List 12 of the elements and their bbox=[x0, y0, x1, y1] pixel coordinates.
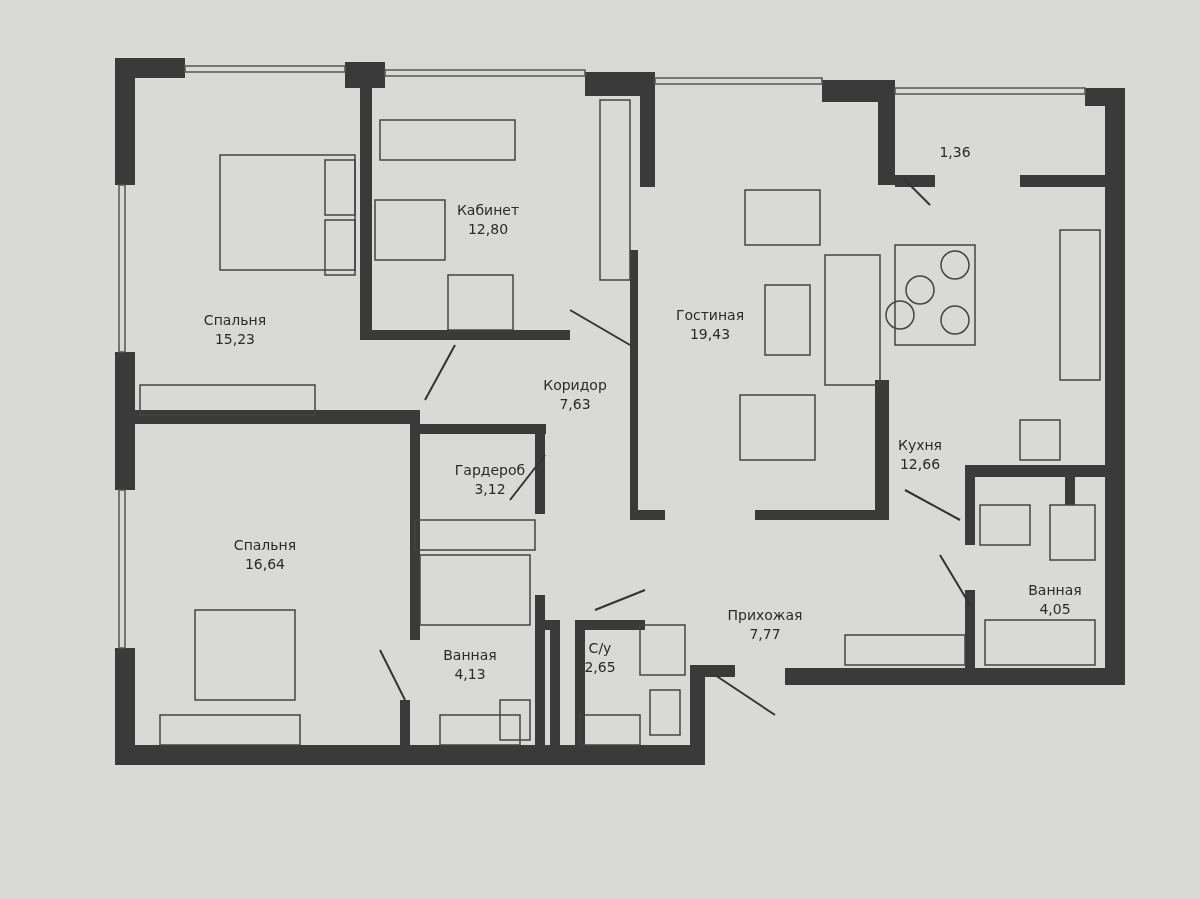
room-label: 1,36 bbox=[939, 142, 971, 162]
room-label: Кухня 12,66 bbox=[897, 436, 943, 474]
room-label: Прихожая 7,77 bbox=[727, 606, 803, 644]
room-label: С/у 2,65 bbox=[584, 639, 616, 677]
room-label: Спальня 16,64 bbox=[233, 536, 297, 574]
room-label: Спальня 15,23 bbox=[203, 311, 267, 349]
room-label: Ванная 4,05 bbox=[1028, 581, 1082, 619]
room-label: Ванная 4,13 bbox=[443, 646, 497, 684]
room-label: Коридор 7,63 bbox=[543, 376, 607, 414]
room-label: Кабинет 12,80 bbox=[456, 201, 520, 239]
room-label: Гостиная 19,43 bbox=[675, 306, 745, 344]
room-label: Гардероб 3,12 bbox=[454, 461, 526, 499]
